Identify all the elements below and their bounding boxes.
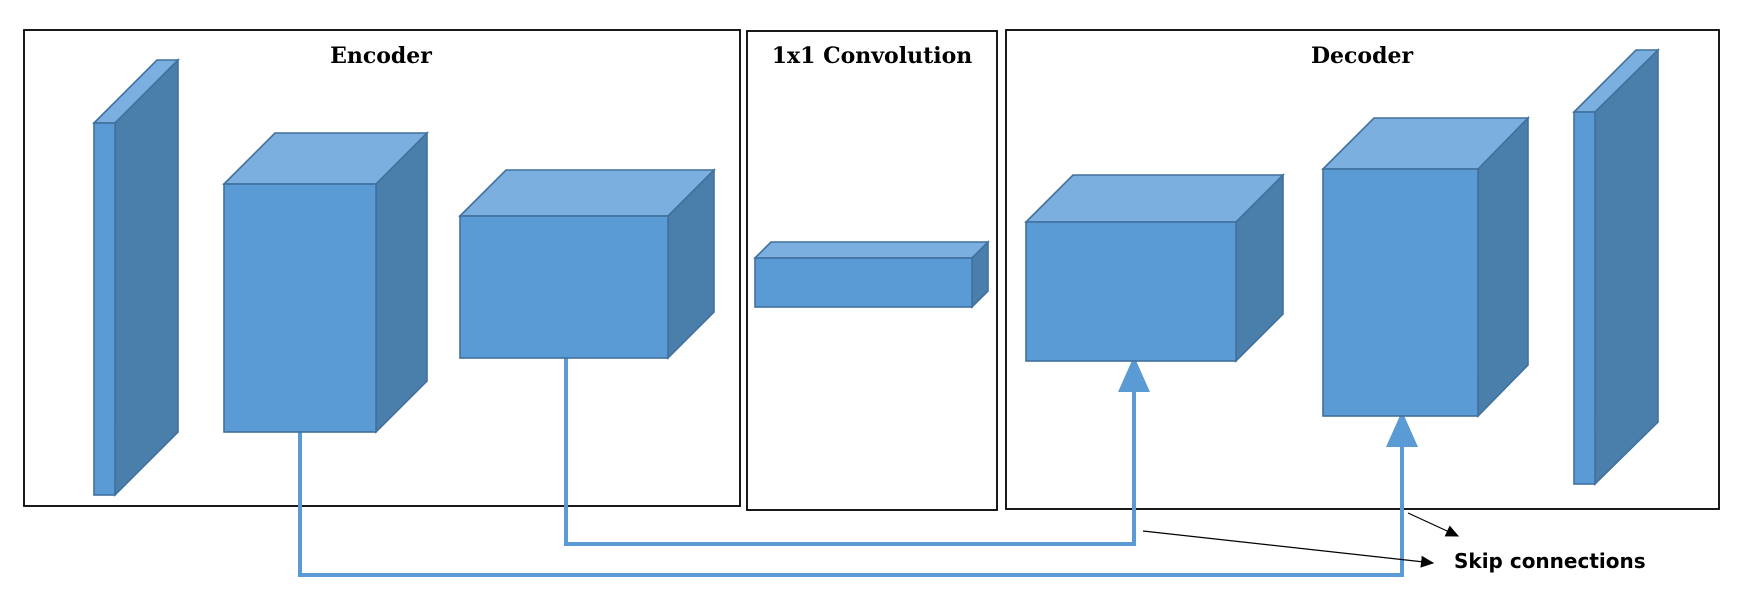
decoder-title: Decoder [1311, 43, 1414, 69]
skip-annotation-pointer-upper [1407, 512, 1460, 537]
encoder-block-2 [458, 168, 716, 360]
bottleneck-title: 1x1 Convolution [772, 43, 973, 69]
encoder-block-1 [222, 131, 429, 434]
skip-connections-label: Skip connections [1454, 549, 1646, 573]
decoder-output-layer [1572, 48, 1660, 486]
skip-connection-inner [564, 356, 1150, 546]
encoder-title: Encoder [330, 43, 432, 69]
skip-connection-outer [298, 411, 1418, 577]
decoder-block-1 [1024, 173, 1285, 363]
encoder-input-layer [92, 58, 180, 497]
bottleneck-block [753, 240, 990, 309]
skip-annotation-pointer-lower [1142, 530, 1435, 568]
decoder-block-2 [1321, 116, 1530, 418]
